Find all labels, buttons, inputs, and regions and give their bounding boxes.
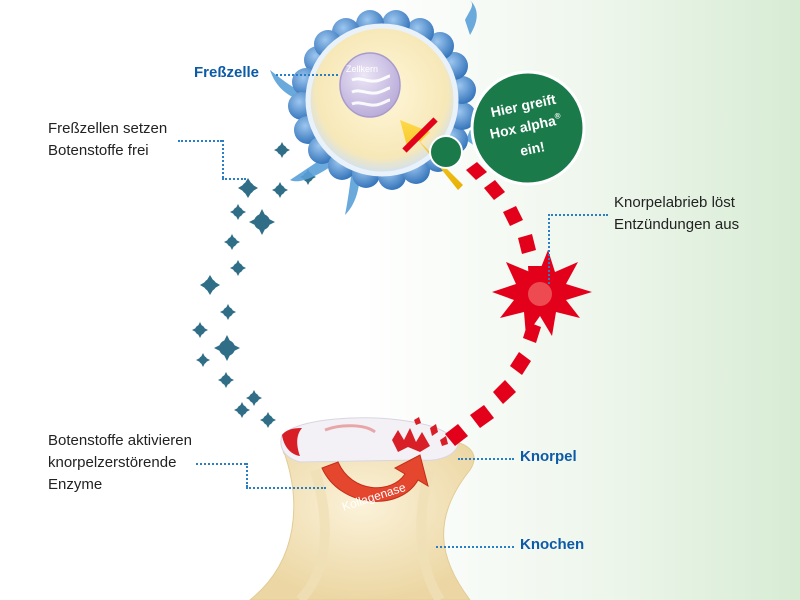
- messenger-particle: [274, 142, 290, 158]
- botenstoffe-frei-line-2: Botenstoffe frei: [48, 142, 149, 159]
- messenger-particle: [230, 204, 246, 220]
- fresszelle-label: Freßzelle: [194, 64, 260, 81]
- knorpelabrieb-leader-v: [548, 214, 550, 284]
- messenger-particle: [234, 402, 250, 418]
- botenstoffe-aktivieren-line-2: knorpelzerstörende: [48, 454, 177, 471]
- botenstoffe-frei-label: Freßzellen setzen Botenstoffe frei: [48, 118, 167, 162]
- hox-sup: ®: [554, 111, 562, 121]
- red-debris-path: [445, 162, 543, 446]
- bone-shape: [249, 441, 475, 600]
- messenger-particle: [218, 372, 234, 388]
- botenstoffe-frei-leader: [178, 140, 222, 142]
- botenstoffe-aktivieren-label: Botenstoffe aktivieren knorpelzerstörend…: [48, 430, 192, 496]
- messenger-particle: [230, 260, 246, 276]
- zellkern-label: Zellkern: [346, 64, 378, 74]
- botenstoffe-aktivieren-leader-v: [246, 463, 248, 487]
- knorpelabrieb-leader: [548, 214, 608, 216]
- knochen-leader: [436, 546, 514, 548]
- hox-target-dot: [429, 135, 463, 169]
- messenger-particle: [200, 275, 220, 295]
- messenger-particle: [192, 322, 208, 338]
- hox-alpha-badge: Hier greift Hox alpha® ein!: [470, 70, 586, 186]
- knorpelabrieb-line-2: Entzündungen aus: [614, 216, 740, 233]
- fresszelle-leader: [276, 74, 338, 76]
- messenger-particle: [260, 412, 276, 428]
- cartilage-shape: [280, 417, 459, 463]
- inhibition-bar: [402, 117, 438, 153]
- messenger-particle: [214, 335, 240, 361]
- messenger-particle: [249, 209, 275, 235]
- messenger-particle: [224, 234, 240, 250]
- botenstoffe-aktivieren-leader: [196, 463, 246, 465]
- botenstoffe-frei-line-1: Freßzellen setzen: [48, 120, 168, 137]
- zellkern: Zellkern: [339, 52, 401, 118]
- cartilage-damage: [392, 417, 448, 452]
- hox-line-3: ein!: [519, 138, 547, 159]
- knochen-label: Knochen: [520, 536, 585, 553]
- messenger-particle: [238, 178, 258, 198]
- inflammation-burst: [492, 250, 592, 336]
- messenger-particle: [220, 304, 236, 320]
- knorpelabrieb-line-1: Knorpelabrieb löst: [614, 194, 735, 211]
- botenstoffe-frei-leader-h: [222, 178, 246, 180]
- messenger-particle: [272, 182, 288, 198]
- messenger-particles: [192, 142, 316, 428]
- messenger-particle: [246, 390, 262, 406]
- fresszelle-cell: Zellkern: [270, 0, 500, 215]
- messenger-particle: [196, 353, 210, 367]
- knorpelabrieb-label: Knorpelabrieb löst Entzündungen aus: [614, 192, 739, 236]
- botenstoffe-aktivieren-line-3: Enzyme: [48, 476, 103, 493]
- knorpel-label: Knorpel: [520, 448, 577, 465]
- botenstoffe-aktivieren-leader-h: [246, 487, 326, 489]
- botenstoffe-frei-leader-v: [222, 140, 224, 178]
- botenstoffe-aktivieren-line-1: Botenstoffe aktivieren: [48, 432, 192, 449]
- knorpel-leader: [458, 458, 514, 460]
